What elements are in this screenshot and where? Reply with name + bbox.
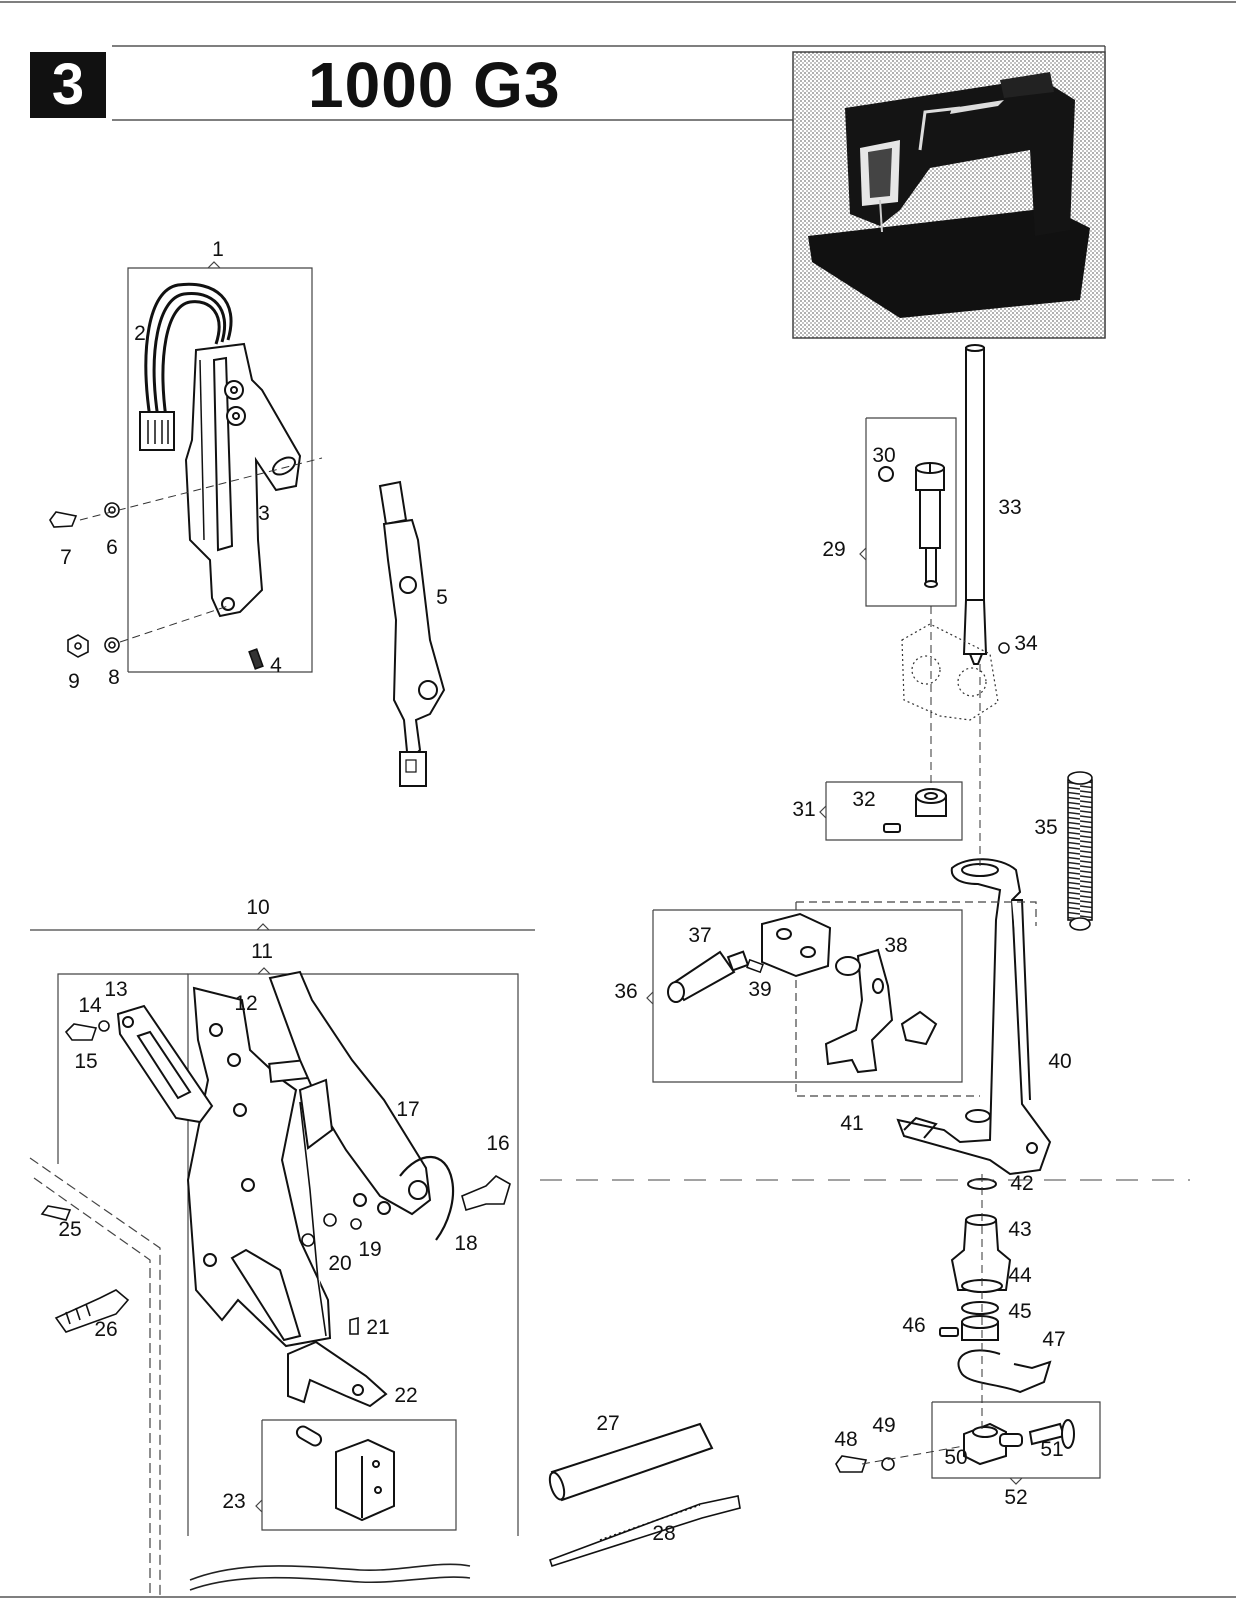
callout-12: 12 (234, 992, 257, 1015)
callout-34: 34 (1014, 632, 1038, 655)
callout-41: 41 (840, 1112, 863, 1135)
lower-presser-parts (939, 1178, 1052, 1394)
callout-9: 9 (68, 670, 80, 693)
callout-52: 52 (1004, 1486, 1027, 1509)
part-13-slotted-plate (116, 1004, 214, 1124)
machine-photo (792, 51, 1106, 339)
part-2-wire-harness (139, 282, 233, 451)
callout-37: 37 (688, 924, 711, 947)
callout-4: 4 (270, 654, 282, 677)
part-12-lift-plate (186, 986, 346, 1348)
small-hardware-group-10 (40, 1020, 511, 1335)
callout-13: 13 (104, 978, 127, 1001)
callout-42: 42 (1010, 1172, 1033, 1195)
callout-19: 19 (358, 1238, 381, 1261)
callout-2: 2 (134, 322, 146, 345)
group-23-box (255, 1419, 457, 1531)
callout-23: 23 (222, 1490, 245, 1513)
callout-51: 51 (1040, 1438, 1063, 1461)
part-39-screw (746, 958, 764, 974)
callout-45: 45 (1008, 1300, 1031, 1323)
callout-40: 40 (1048, 1050, 1071, 1073)
callout-31: 31 (792, 798, 815, 821)
part-29-thumbscrew (878, 462, 945, 588)
part-28-cable-tie (548, 1495, 741, 1568)
callout-48: 48 (834, 1428, 857, 1451)
part-36-presser-holder (761, 912, 832, 978)
model-title: 1000 G3 (308, 49, 561, 121)
group-1-box (127, 261, 313, 673)
bottom-partial-wires (189, 1563, 471, 1591)
callout-32: 32 (852, 788, 875, 811)
small-hardware-group-1 (49, 502, 264, 670)
callout-46: 46 (902, 1314, 925, 1337)
callout-36: 36 (614, 980, 637, 1003)
part-22-bracket (287, 1340, 388, 1408)
part-37-thumb-nut (667, 950, 750, 1003)
callout-26: 26 (94, 1318, 117, 1341)
part-38-presser-foot-shank (824, 948, 938, 1074)
callout-1: 1 (212, 238, 224, 261)
ghost-housing (901, 623, 999, 721)
part-27-sleeve (548, 1422, 714, 1502)
part-40-guide-bracket (896, 858, 1052, 1176)
callout-14: 14 (78, 994, 102, 1017)
callout-29: 29 (822, 538, 845, 561)
callout-43: 43 (1008, 1218, 1031, 1241)
part-35-spring (1067, 771, 1093, 931)
callout-47: 47 (1042, 1328, 1065, 1351)
part-34-screw (998, 642, 1010, 654)
callout-8: 8 (108, 666, 120, 689)
callout-33: 33 (998, 496, 1021, 519)
callout-21: 21 (366, 1316, 389, 1339)
section-number-badge: 3 (30, 52, 106, 118)
callout-18: 18 (454, 1232, 477, 1255)
callout-7: 7 (60, 546, 72, 569)
callout-17: 17 (396, 1098, 419, 1121)
part-23-switch-block (295, 1425, 395, 1522)
callout-28: 28 (652, 1522, 675, 1545)
callout-3: 3 (258, 502, 270, 525)
callout-49: 49 (872, 1414, 895, 1437)
callout-6: 6 (106, 536, 118, 559)
callout-15: 15 (74, 1050, 97, 1073)
part-41-wire-guide (903, 1116, 938, 1139)
callout-27: 27 (596, 1412, 619, 1435)
callout-labels: 1234567891011121314151617181920212223252… (58, 238, 1071, 1545)
part-33-presser-bar (962, 344, 988, 665)
callout-25: 25 (58, 1218, 81, 1241)
callout-50: 50 (944, 1446, 967, 1469)
leader-lines-group-1 (79, 457, 323, 643)
part-48-49-hardware (835, 1455, 895, 1473)
callout-10: 10 (246, 896, 269, 919)
group-10-11-boxes (29, 923, 535, 1596)
group-31-box (819, 781, 963, 841)
part-50-51-clamp (963, 1419, 1075, 1466)
group-29-box (859, 417, 957, 607)
callout-39: 39 (748, 978, 771, 1001)
part-18-spring-wire (399, 1155, 455, 1241)
callout-30: 30 (872, 444, 895, 467)
callout-11: 11 (251, 940, 273, 963)
part-32-collar (883, 788, 947, 833)
callout-22: 22 (394, 1384, 417, 1407)
part-3-sensor-bracket (184, 342, 302, 618)
group-52-box (931, 1401, 1101, 1485)
callout-5: 5 (436, 586, 448, 609)
part-5-lever (378, 480, 446, 787)
callout-44: 44 (1008, 1264, 1032, 1287)
part-17-lift-lever (268, 970, 432, 1216)
callout-38: 38 (884, 934, 907, 957)
callout-35: 35 (1034, 816, 1057, 839)
callout-20: 20 (328, 1252, 351, 1275)
callout-16: 16 (486, 1132, 509, 1155)
leader-lines-right (861, 606, 983, 1465)
group-36-box (646, 901, 1037, 1097)
